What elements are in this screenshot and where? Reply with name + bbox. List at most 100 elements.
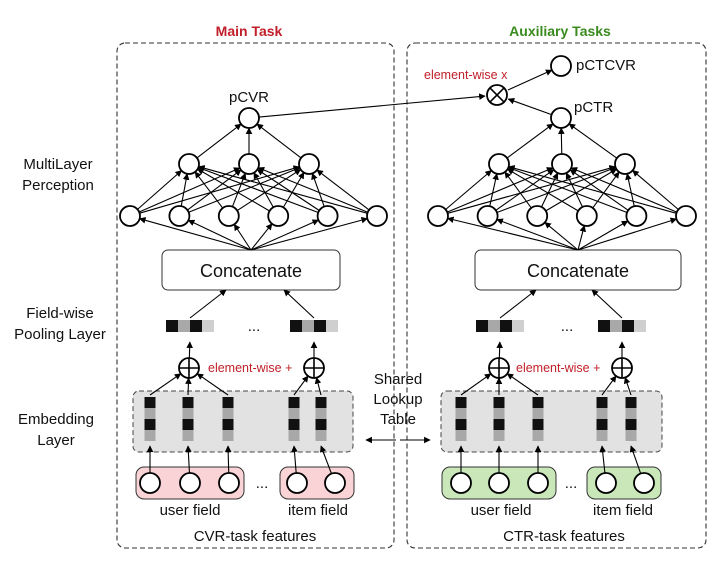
ctr-edge-in-2-h-0 [504,171,532,209]
ctr-edge-in-1-h-2 [496,166,617,213]
cvr-pooled-item-vector [290,320,338,332]
cvr-embedding-user-0 [144,397,156,441]
ctr-input-node-5 [675,205,697,227]
shared-table-line1: Shared [374,371,422,388]
ctr-edge-concat-in-0 [447,216,579,251]
ctr-edge-emb-item-1 [623,376,632,396]
ctr-embedding-user-0 [455,397,467,441]
cvr-edge-pool-right-concat [283,289,315,319]
ctr-user-feature-node-1 [488,472,510,494]
cvr-item-sum-op [303,357,325,379]
main-task-panel [116,42,395,549]
cvr-embedding-user-2 [222,397,234,441]
ctr-item-feature-node-1 [633,472,655,494]
ctr-input-node-2 [526,205,549,227]
ctr-elementwise-plus-label: element-wise + [516,361,600,375]
ctr-footer: CTR-task features [503,528,625,545]
cvr-embedding-item-0 [288,397,300,441]
cvr-edge-in-1-h-1 [187,169,242,211]
embedding-label-line1: Embedding [18,411,94,428]
ctr-edge-in-5-h-1 [570,167,677,213]
cvr-pooled-user-vector [166,320,214,332]
ctr-item-feature-node-0 [595,472,617,494]
ctr-embedding-item-0 [596,397,608,441]
cvr-input-node-4 [316,205,339,227]
ctr-edge-sum-left [496,341,503,359]
ctr-edge-in-0-h-1 [447,167,554,213]
ctr-edge-pool-left-concat [499,289,537,319]
ctr-hidden-node-2 [614,153,636,175]
cvr-input-node-5 [366,205,388,227]
ctr-edge-in-3-h-2 [592,171,620,209]
edge-pctr-to-mult [507,97,552,116]
cvr-edge-concat-in-3 [250,223,273,251]
cvr-feature-ellipsis: ... [256,475,269,492]
cvr-edge-concat-in-1 [187,219,252,251]
cvr-edge-in-5-h-2 [316,169,370,211]
cvr-item-field-label: item field [288,502,348,519]
ctr-edge-concat-in-1 [496,218,579,251]
ctr-input-node-0 [427,205,449,227]
cvr-elementwise-plus-label: element-wise + [208,361,292,375]
cvr-edge-emb-item-1 [314,377,322,396]
ctr-hidden-node-1 [551,153,573,175]
aux-task-header: Auxiliary Tasks [509,23,611,39]
cvr-hidden-node-2 [298,153,320,175]
ctr-edge-pool-right-concat [591,289,623,319]
pctcvr-node [550,55,572,77]
ctr-user-feature-node-0 [450,472,472,494]
ctr-user-feature-node-2 [527,472,549,494]
ctr-pooled-user-vector [476,320,524,332]
ctr-edge-in-3-h-1 [565,172,583,208]
embedding-label-line2: Layer [37,432,75,449]
pooling-label-line1: Field-wise [26,305,94,322]
cvr-edge-emb-user-1 [185,377,192,396]
ctr-edge-in-0-h-0 [445,170,492,210]
cvr-edge-in-1-h-0 [180,173,190,207]
shared-table-line2: Lookup [373,391,422,408]
elementwise-mult-op [486,84,508,106]
cvr-edge-pool-left-concat [189,289,227,319]
cvr-edge-feat-user-2 [224,445,232,474]
ctr-edge-in-4-h-0 [507,166,628,213]
cvr-input-node-2 [217,205,240,227]
ctr-concatenate-label: Concatenate [527,261,629,281]
ctr-edge-in-3-h-0 [507,168,579,212]
cvr-edge-in-4-h-1 [256,169,320,211]
ctr-item-sum-op [611,357,633,379]
cvr-pooling-ellipsis: ... [248,318,261,335]
pctcvr-label: pCTCVR [576,57,636,74]
ctr-edge-feat-item-1 [629,445,642,474]
edge-pcvr-to-mult [258,93,486,118]
ctr-edge-emb-user-2 [506,373,539,396]
ctr-edge-concat-in-2 [544,221,579,251]
ctr-edge-emb-item-0 [601,375,617,396]
ctr-edge-in-2-h-1 [541,172,559,208]
cvr-edge-in-0-h-0 [137,170,182,210]
cvr-user-feature-node-0 [139,472,161,494]
pcvr-node [238,107,260,129]
cvr-edge-in-0-h-2 [139,165,301,214]
cvr-edge-in-2-h-2 [236,168,302,212]
cvr-footer: CVR-task features [194,528,317,545]
ctr-edge-concat-in-4 [577,220,629,251]
cvr-edge-concat-in-5 [250,216,368,251]
cvr-concatenate-label: Concatenate [200,261,302,281]
cvr-user-feature-node-2 [218,472,240,494]
cvr-edge-emb-item-0 [293,375,309,396]
ctr-input-node-3 [575,205,598,227]
mlp-label-line1: MultiLayer [23,156,92,173]
ctr-edge-concat-in-3 [577,225,587,251]
cvr-edge-in-3-h-2 [282,172,305,208]
cvr-edge-sum-left [186,341,193,359]
ctr-edge-in-5-h-2 [632,170,679,210]
cvr-input-node-0 [119,205,141,227]
ctr-pooled-item-vector [598,320,646,332]
cvr-edge-in-3-h-0 [197,168,270,212]
cvr-edge-in-5-h-1 [257,166,368,213]
ctr-item-field-label: item field [593,502,653,519]
shared-table-line3: Table [380,411,416,428]
ctr-pooling-ellipsis: ... [561,318,574,335]
ctr-embedding-user-1 [493,397,505,441]
cvr-edge-hidden-out-0 [196,123,242,159]
